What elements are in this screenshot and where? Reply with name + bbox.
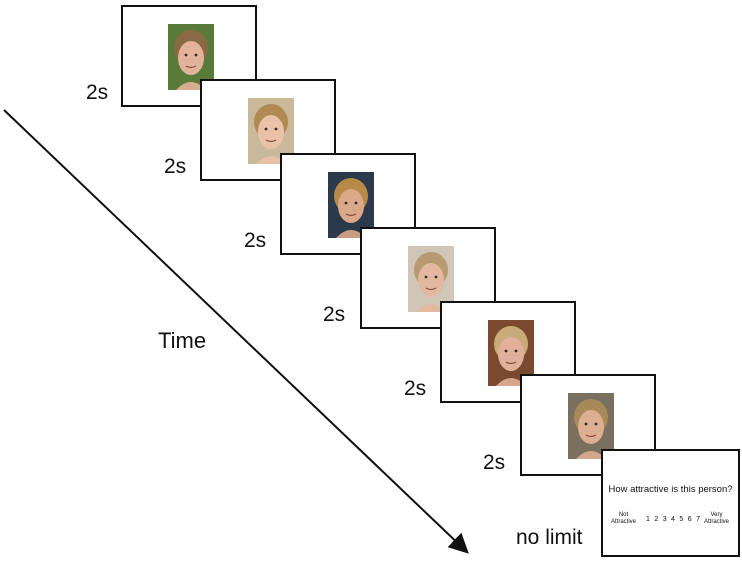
low-anchor: Not Attractive xyxy=(611,512,637,525)
scale-7[interactable]: 7 xyxy=(696,516,700,523)
scale-5[interactable]: 5 xyxy=(679,516,684,523)
scale-4[interactable]: 4 xyxy=(671,516,675,523)
face-photo xyxy=(488,320,534,386)
trial-frame xyxy=(121,5,257,107)
scale-2[interactable]: 2 xyxy=(654,516,659,523)
trial-frame xyxy=(200,79,336,181)
face-photo xyxy=(168,24,214,90)
face-photo xyxy=(568,393,614,459)
duration-label: 2s xyxy=(483,451,506,474)
scale-3[interactable]: 3 xyxy=(662,516,667,523)
scale-6[interactable]: 6 xyxy=(687,516,692,523)
duration-label: 2s xyxy=(244,229,267,252)
duration-label: 2s xyxy=(404,377,427,400)
duration-label: 2s xyxy=(323,303,346,326)
duration-label: 2s xyxy=(164,155,187,178)
final-duration-label: no limit xyxy=(516,526,583,549)
high-anchor: Very Attractive xyxy=(704,512,730,525)
scale-1[interactable]: 1 xyxy=(646,516,650,523)
time-label: Time xyxy=(158,328,207,353)
rating-screen: How attractive is this person? Not Attra… xyxy=(601,449,740,557)
duration-label: 2s xyxy=(86,81,109,104)
rating-scale[interactable]: 1 2 3 4 5 6 7 xyxy=(646,516,700,523)
rating-question: How attractive is this person? xyxy=(608,484,733,495)
